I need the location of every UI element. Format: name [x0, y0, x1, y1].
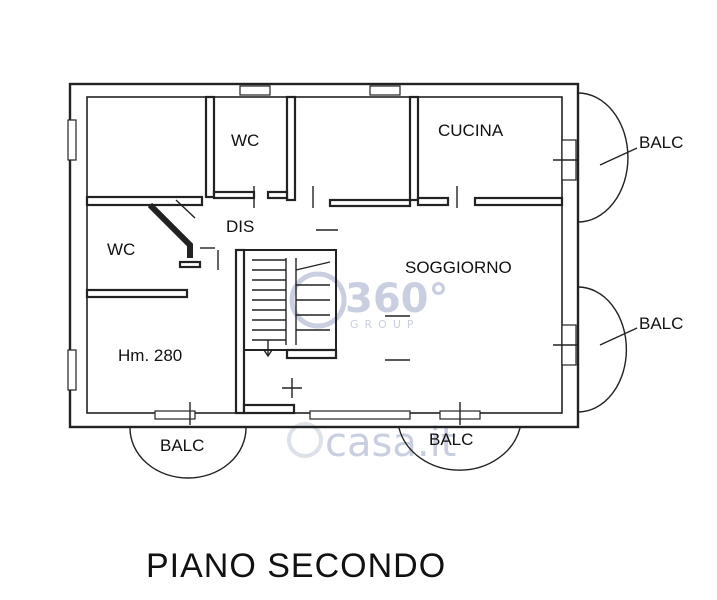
room-labels: WC CUCINA DIS WC SOGGIORNO Hm. 280: [107, 121, 512, 365]
balconies: [129, 92, 629, 479]
balcony-bottom-left: [129, 427, 247, 479]
balcony-label-bottom-right: BALC: [429, 430, 473, 449]
balcony-label-right-top: BALC: [639, 133, 683, 152]
balcony-label-right-bottom: BALC: [639, 314, 683, 333]
room-label-wc-top: WC: [231, 131, 259, 150]
outer-walls: [67, 82, 580, 429]
staircase: [252, 258, 331, 358]
watermark-brand: 360°: [345, 276, 449, 322]
room-label-cucina: CUCINA: [438, 121, 504, 140]
watermark-logo-icon: [289, 271, 347, 329]
watermark-house-icon: [287, 422, 323, 458]
internal-walls: [85, 95, 578, 425]
balcony-right-top: [577, 92, 629, 223]
floor-title: PIANO SECONDO: [146, 547, 446, 585]
room-label-height: Hm. 280: [118, 346, 182, 365]
room-label-dis: DIS: [226, 217, 254, 236]
room-label-soggiorno: SOGGIORNO: [405, 258, 512, 277]
watermark-sub: GROUP: [350, 318, 420, 331]
room-label-wc-left: WC: [107, 240, 135, 259]
balcony-labels: BALC BALC BALC BALC: [160, 133, 683, 455]
balcony-right-bottom: [577, 286, 628, 413]
door-marks: [175, 159, 578, 425]
balcony-bottom-right: [398, 427, 521, 471]
balcony-label-bottom-left: BALC: [160, 436, 204, 455]
